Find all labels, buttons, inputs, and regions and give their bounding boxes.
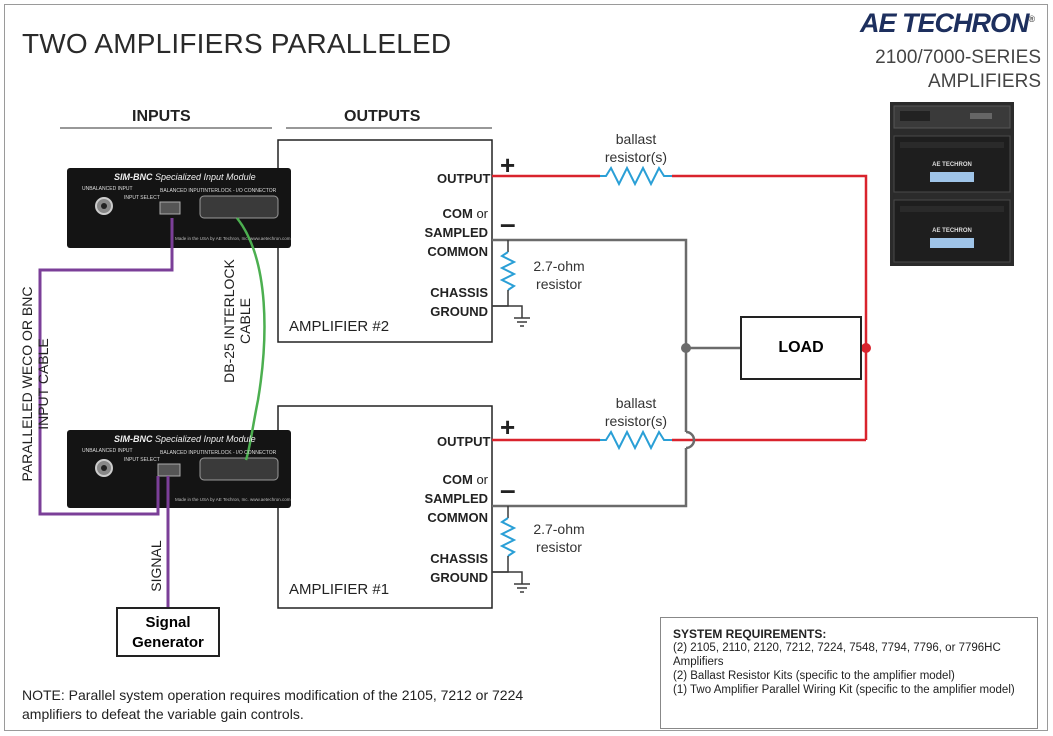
module-1-input-select-label: INPUT SELECT bbox=[124, 457, 160, 463]
module-1-made-in: Made in the USA by AE Techron, Inc. bbox=[175, 497, 249, 502]
module-2-balanced-label: BALANCED INPUT bbox=[160, 188, 204, 194]
signal-cable-label: SIGNAL bbox=[148, 540, 164, 592]
resistor-2-7-ohm-bottom bbox=[499, 517, 517, 557]
amp2-name: AMPLIFIER #2 bbox=[289, 318, 390, 335]
common-wire-1 bbox=[492, 448, 688, 508]
module-2-unbalanced-label: UNBALANCED INPUT bbox=[82, 186, 133, 192]
module-2-title: SIM-BNC Specialized Input Module bbox=[114, 172, 256, 182]
module-2-made-in: Made in the USA by AE Techron, Inc. bbox=[175, 236, 249, 241]
ballast-resistor-top bbox=[600, 165, 672, 187]
amp1-name: AMPLIFIER #1 bbox=[289, 581, 390, 598]
amp2-output-label: OUTPUT bbox=[437, 171, 491, 186]
module-1-balanced-label: BALANCED INPUT bbox=[160, 450, 204, 456]
load-node-positive bbox=[861, 343, 871, 353]
module-2-web: www.aetechron.com bbox=[250, 236, 291, 241]
svg-text:AE TECHRON: AE TECHRON bbox=[932, 162, 972, 168]
module-1-title: SIM-BNC Specialized Input Module bbox=[114, 434, 256, 444]
amp1-minus-sign: – bbox=[500, 474, 516, 505]
page-title: TWO AMPLIFIERS PARALLELED bbox=[22, 28, 452, 59]
outputs-header: OUTPUTS bbox=[344, 108, 421, 125]
brand-logo: AE TECHRON® bbox=[860, 8, 1035, 38]
sim-bnc-module-1 bbox=[67, 430, 291, 508]
amp2-plus-sign: + bbox=[500, 150, 516, 180]
module-1-web: www.aetechron.com bbox=[250, 497, 291, 502]
svg-text:AE TECHRON: AE TECHRON bbox=[932, 228, 972, 234]
amp2-minus-sign: – bbox=[500, 208, 516, 239]
resistor-2-7-ohm-top bbox=[499, 251, 517, 291]
module-2-connector-label: INTERLOCK - I/O CONNECTOR bbox=[203, 188, 277, 194]
db25-interlock-cable bbox=[236, 217, 266, 461]
requirement-item: (2) Ballast Resistor Kits (specific to t… bbox=[673, 670, 955, 682]
module-1-unbalanced-label: UNBALANCED INPUT bbox=[82, 448, 133, 454]
amp1-output-label: OUTPUT bbox=[437, 434, 491, 449]
amplifier-rack-image: AE TECHRON AE TECHRON bbox=[890, 102, 1014, 266]
system-requirements-box: SYSTEM REQUIREMENTS: (2) 2105, 2110, 212… bbox=[660, 617, 1038, 729]
ground-symbol-bottom bbox=[514, 583, 530, 593]
note-text: NOTE: Parallel system operation requires… bbox=[22, 687, 524, 722]
module-1-connector-label: INTERLOCK - I/O CONNECTOR bbox=[203, 450, 277, 456]
requirements-heading: SYSTEM REQUIREMENTS: bbox=[673, 627, 827, 641]
amp1-plus-sign: + bbox=[500, 412, 516, 442]
ballast-resistor-bottom bbox=[600, 429, 672, 451]
load-node-common bbox=[681, 343, 691, 353]
diagram-frame bbox=[4, 4, 1048, 731]
module-2-input-select-label: INPUT SELECT bbox=[124, 195, 160, 201]
load-box: LOAD bbox=[740, 316, 862, 380]
requirement-item: (2) 2105, 2110, 2120, 7212, 7224, 7548, … bbox=[673, 642, 1001, 668]
sim-bnc-module-2 bbox=[67, 168, 291, 248]
inputs-header: INPUTS bbox=[132, 108, 191, 125]
common-wire-2 bbox=[492, 238, 688, 432]
paralleled-input-cable bbox=[38, 218, 174, 516]
ground-symbol-top bbox=[514, 317, 530, 327]
output-wire-2-to-load bbox=[672, 174, 868, 440]
requirement-item: (1) Two Amplifier Parallel Wiring Kit (s… bbox=[673, 684, 1015, 696]
